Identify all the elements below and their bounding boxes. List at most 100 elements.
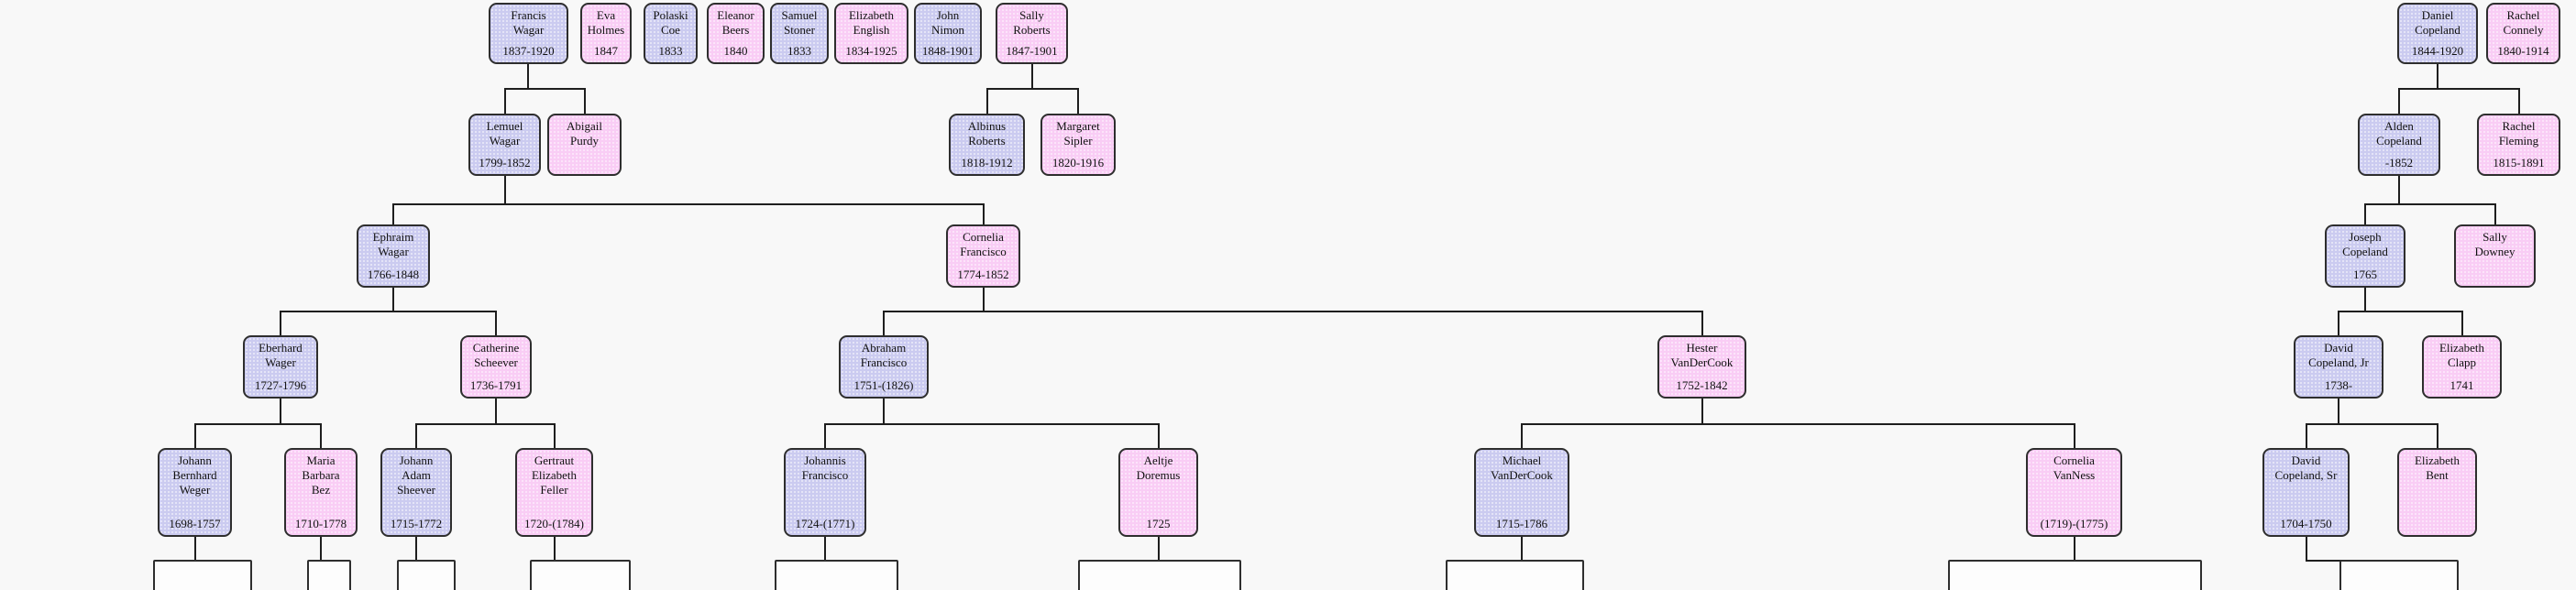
person-box-partial[interactable] bbox=[1078, 560, 1241, 590]
person-dates: 1698-1757 bbox=[169, 517, 221, 530]
person-box-partial[interactable] bbox=[2339, 560, 2459, 590]
person-dates: 1774-1852 bbox=[957, 268, 1009, 281]
connector-parents-bar bbox=[392, 203, 985, 205]
person-name-line: Elizabeth bbox=[2414, 453, 2460, 467]
person-name-line: Sally bbox=[2482, 230, 2507, 244]
connector-child-drop bbox=[2338, 399, 2339, 425]
person-box-partial[interactable] bbox=[397, 560, 456, 590]
connector-child-drop bbox=[280, 399, 281, 425]
connector-parent-stub bbox=[2074, 423, 2075, 448]
person-name-line: Albinus bbox=[967, 119, 1007, 133]
person-dates: 1844-1920 bbox=[2411, 44, 2464, 58]
connector-descent-line bbox=[1521, 537, 1523, 561]
person-name-line: Beers bbox=[721, 23, 750, 37]
person-name-line: VanDerCook bbox=[1491, 468, 1553, 482]
person-name-line: Downey bbox=[2474, 245, 2515, 258]
person-box-partial[interactable] bbox=[1948, 560, 2202, 590]
connector-parent-stub bbox=[2398, 88, 2400, 114]
connector-parents-bar bbox=[2306, 423, 2438, 425]
person-dates: 1837-1920 bbox=[502, 44, 555, 58]
person-box-partial[interactable] bbox=[530, 560, 631, 590]
person-dates bbox=[550, 156, 619, 170]
person-name-line: Francis bbox=[511, 8, 546, 22]
connector-parent-stub bbox=[1077, 88, 1079, 114]
person-name-line: Francisco bbox=[960, 245, 1007, 258]
person-name-line: Hester bbox=[1686, 341, 1718, 355]
person-dates: 1847-1901 bbox=[1006, 44, 1058, 58]
person-name-line: David bbox=[2291, 453, 2321, 467]
person-dates: 1833 bbox=[787, 44, 811, 58]
person-box-partial[interactable] bbox=[1446, 560, 1584, 590]
connector-parent-stub bbox=[392, 203, 394, 224]
connector-parents-bar bbox=[2364, 203, 2496, 205]
person-name-line: Catherine bbox=[472, 341, 520, 355]
person-box-partial[interactable] bbox=[775, 560, 898, 590]
person-box-partial[interactable] bbox=[307, 560, 351, 590]
person-dates bbox=[2457, 268, 2533, 282]
connector-parent-stub bbox=[415, 423, 417, 448]
person-dates: 1738- bbox=[2324, 378, 2353, 392]
person-name-line: Joseph bbox=[2349, 230, 2382, 244]
person-name-line: Abraham bbox=[861, 341, 907, 355]
person-name-line: Stoner bbox=[784, 23, 815, 37]
person-dates: 1736-1791 bbox=[469, 378, 523, 392]
person-name-line: VanDerCook bbox=[1670, 355, 1734, 369]
person-name-line: Elizabeth bbox=[2438, 341, 2485, 355]
person-name-line: Copeland bbox=[2342, 245, 2388, 258]
person-box-partial[interactable] bbox=[153, 560, 252, 590]
person-dates: 1834-1925 bbox=[845, 44, 897, 58]
person-name-line: John bbox=[936, 8, 960, 22]
connector-child-drop bbox=[504, 176, 506, 205]
person-name-line: Roberts bbox=[968, 134, 1006, 148]
person-dates: 1840-1914 bbox=[2497, 44, 2549, 58]
